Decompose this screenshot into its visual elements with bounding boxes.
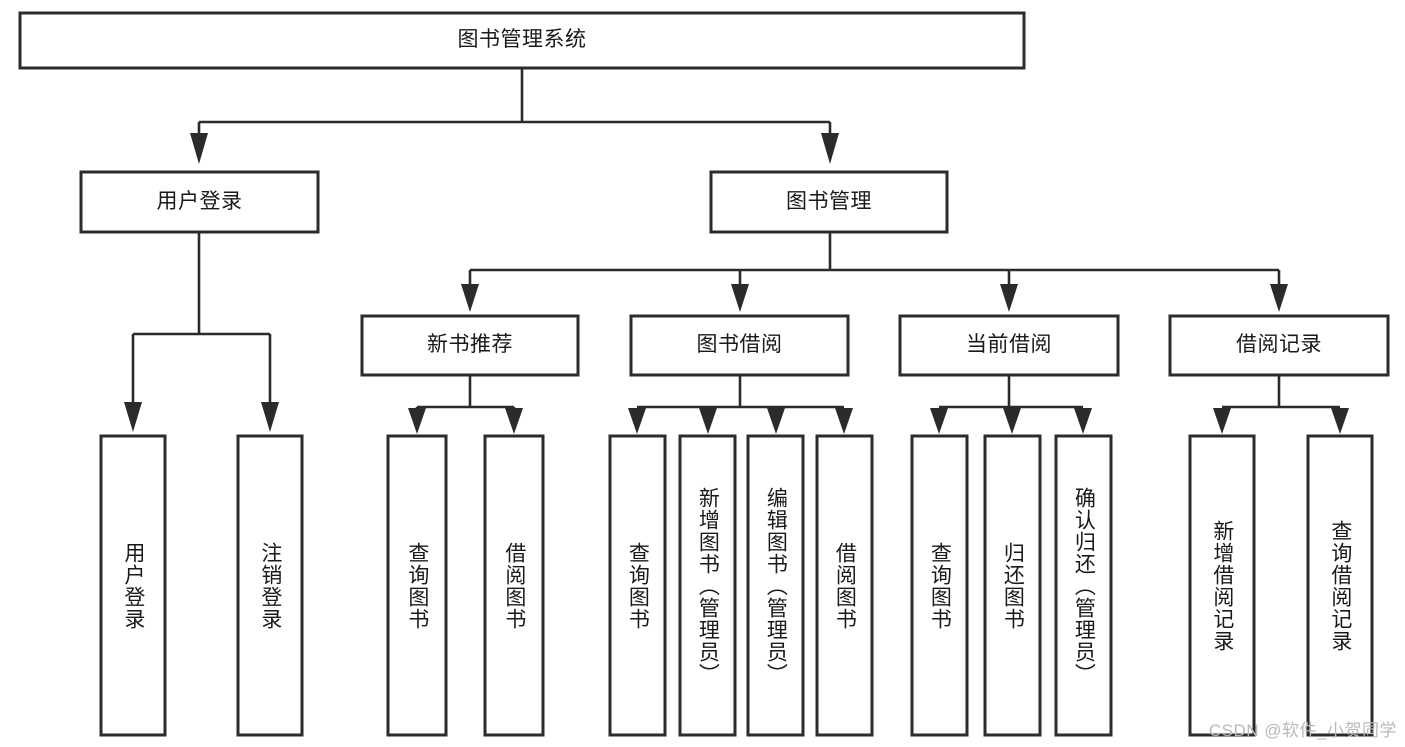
- node-leaf-return-book[interactable]: [983, 434, 1042, 737]
- arrow-head-book-borrow: [731, 284, 749, 312]
- arrow-head-current-borrow: [1000, 284, 1018, 312]
- arrow-head-user-login: [190, 133, 208, 164]
- arrow-head-leaf-edit-book-admin: [767, 408, 785, 434]
- node-leaf-query-borrow-record[interactable]: [1306, 434, 1374, 737]
- connector-layer: [124, 68, 1349, 434]
- node-leaf-user-login[interactable]: [99, 434, 167, 737]
- node-current-borrow[interactable]: [898, 314, 1120, 377]
- arrow-head-borrow-record: [1270, 284, 1288, 312]
- arrow-head-leaf-return-book: [1003, 408, 1021, 434]
- arrow-head-leaf-confirm-return-admin: [1074, 408, 1092, 434]
- node-leaf-query-book-1[interactable]: [386, 434, 448, 737]
- node-leaf-borrow-book-2[interactable]: [815, 434, 874, 737]
- arrow-head-leaf-logout-login: [261, 402, 279, 432]
- node-user-login[interactable]: [79, 170, 320, 234]
- node-leaf-edit-book-admin[interactable]: [746, 434, 805, 737]
- node-leaf-add-borrow-record[interactable]: [1188, 434, 1256, 737]
- arrow-head-book-manage: [821, 133, 839, 164]
- node-leaf-borrow-book-1[interactable]: [483, 434, 545, 737]
- arrow-head-leaf-query-book-3: [930, 408, 948, 434]
- arrow-head-new-book-recommend: [461, 284, 479, 312]
- arrow-head-leaf-query-borrow-record: [1331, 408, 1349, 434]
- arrow-head-leaf-user-login: [124, 402, 142, 432]
- arrow-head-leaf-add-borrow-record: [1213, 408, 1231, 434]
- node-new-book-recommend[interactable]: [360, 314, 580, 377]
- watermark-text: CSDN @软件_小贺同学: [1208, 721, 1397, 740]
- node-leaf-logout-login[interactable]: [236, 434, 304, 737]
- node-borrow-record[interactable]: [1168, 314, 1390, 377]
- arrow-head-leaf-borrow-book-1: [505, 408, 523, 434]
- node-leaf-add-book-admin[interactable]: [678, 434, 737, 737]
- arrow-head-leaf-borrow-book-2: [835, 408, 853, 434]
- arrow-head-leaf-query-book-2: [628, 408, 646, 434]
- node-leaf-confirm-return-admin[interactable]: [1054, 434, 1113, 737]
- node-leaf-query-book-3[interactable]: [910, 434, 969, 737]
- node-root[interactable]: [18, 11, 1026, 70]
- node-book-borrow[interactable]: [629, 314, 850, 377]
- node-book-manage[interactable]: [709, 170, 949, 234]
- arrow-head-leaf-query-book-1: [408, 408, 426, 434]
- node-box-layer: [18, 11, 1390, 737]
- node-leaf-query-book-2[interactable]: [608, 434, 667, 737]
- arrow-head-leaf-add-book-admin: [699, 408, 717, 434]
